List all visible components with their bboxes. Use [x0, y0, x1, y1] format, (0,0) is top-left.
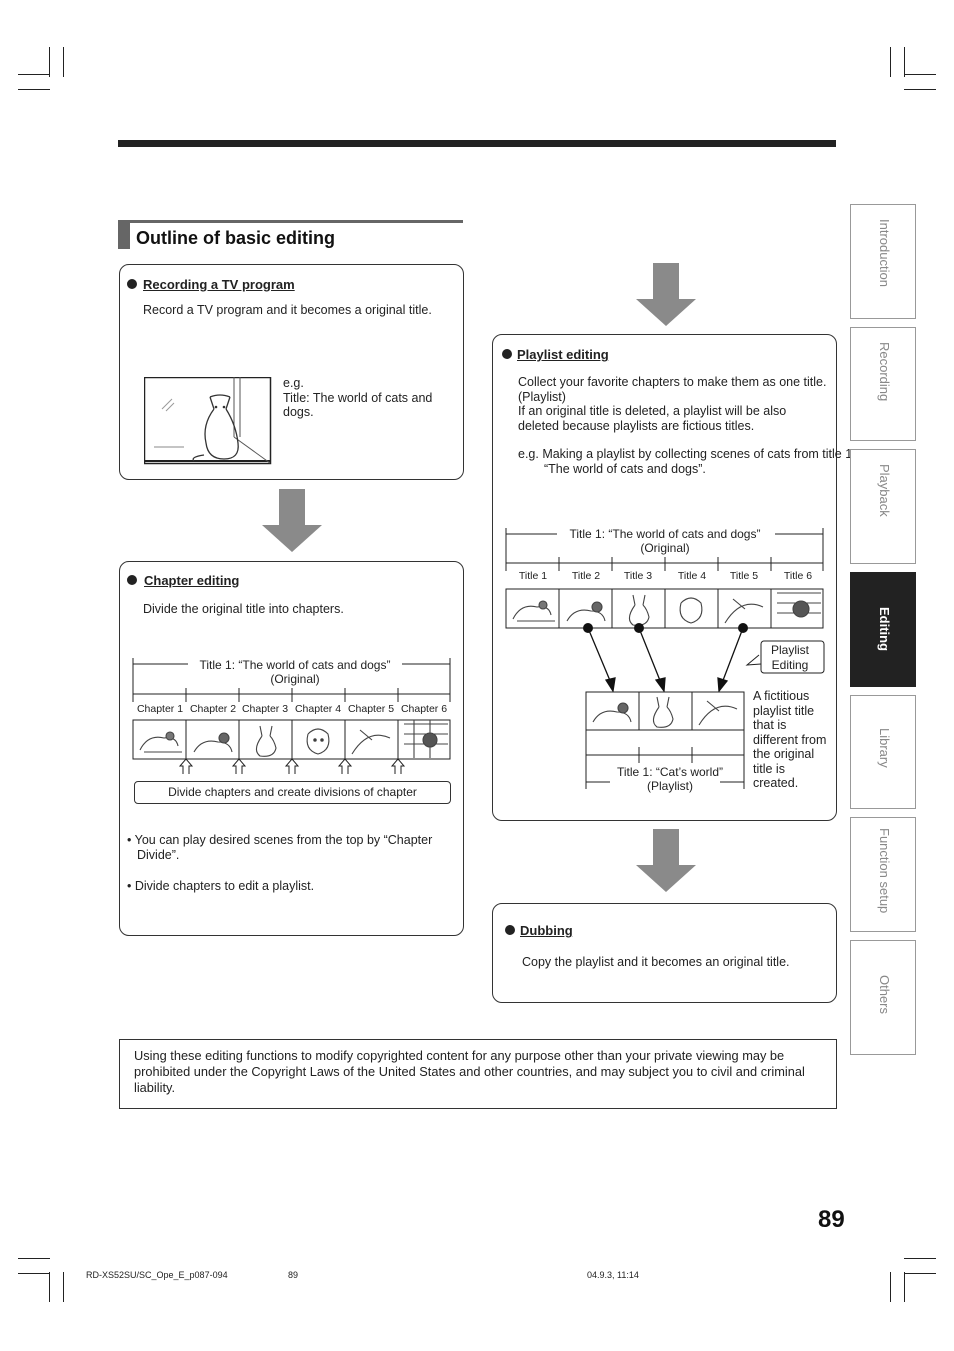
playlist-title: Title 1: “Cat’s world” — [616, 765, 724, 779]
footer-page: 89 — [288, 1270, 299, 1280]
crop-mark — [18, 89, 50, 90]
tab-function-setup[interactable]: Function setup — [850, 817, 916, 932]
tab-label: Editing — [877, 607, 892, 652]
crop-mark — [18, 1273, 50, 1274]
bullet-icon — [127, 279, 137, 289]
chapter-diagram — [132, 658, 451, 774]
chapter-label: Chapter 4 — [294, 703, 342, 715]
title-label: Title 1 — [518, 570, 548, 582]
title-label: Title 2 — [571, 570, 601, 582]
bullet-icon — [502, 349, 512, 359]
playlist-sub: (Playlist) — [646, 779, 693, 793]
tab-label: Others — [877, 975, 892, 1015]
crop-mark — [63, 47, 64, 77]
header-rule — [118, 140, 836, 147]
chapter-original-label: (Original) — [270, 672, 320, 686]
section-title: Outline of basic editing — [118, 220, 463, 250]
crop-mark — [904, 47, 905, 77]
crop-mark — [18, 74, 50, 75]
tab-recording[interactable]: Recording — [850, 327, 916, 441]
chapter-label: Chapter 3 — [241, 703, 289, 715]
crop-mark — [890, 47, 891, 77]
dubbing-heading: Dubbing — [520, 923, 573, 938]
chapter-note-2: • Divide chapters to edit a playlist. — [127, 879, 315, 893]
crop-mark — [890, 1272, 891, 1302]
crop-mark — [904, 1272, 905, 1302]
crop-mark — [49, 1272, 50, 1302]
tab-label: Playback — [877, 464, 892, 517]
recording-text: Record a TV program and it becomes a ori… — [143, 303, 432, 317]
tab-label: Recording — [877, 342, 892, 402]
title-label: Title 5 — [729, 570, 759, 582]
footer-stamp: 04.9.3, 11:14 — [587, 1270, 639, 1280]
recording-heading: Recording a TV program — [143, 277, 295, 292]
cat-image — [144, 377, 272, 465]
chapter-label: Chapter 5 — [347, 703, 395, 715]
playlist-example: e.g. Making a playlist by collecting sce… — [518, 447, 853, 476]
bullet-icon — [127, 575, 137, 585]
crop-mark — [63, 1272, 64, 1302]
page-title: Outline of basic editing — [136, 228, 336, 248]
dubbing-panel — [492, 903, 837, 1003]
crop-mark — [904, 1258, 936, 1259]
page-number: 89 — [818, 1206, 845, 1233]
chapter-text: Divide the original title into chapters. — [143, 602, 344, 616]
crop-mark — [49, 47, 50, 77]
playlist-diagram — [505, 528, 825, 789]
playlist-editing-callout: Playlist Editing — [770, 643, 809, 672]
crop-mark — [904, 89, 936, 90]
down-arrow-icon — [636, 829, 696, 892]
down-arrow-icon — [262, 489, 322, 552]
recording-example: e.g. Title: The world of cats and dogs. — [283, 376, 433, 419]
tab-label: Library — [877, 728, 892, 768]
tab-playback[interactable]: Playback — [850, 449, 916, 564]
chapter-label: Chapter 6 — [400, 703, 448, 715]
crop-mark — [18, 1258, 50, 1259]
tab-label: Introduction — [877, 219, 892, 287]
tab-introduction[interactable]: Introduction — [850, 204, 916, 319]
footer-file: RD-XS52SU/SC_Ope_E_p087-094 — [86, 1270, 228, 1280]
chapter-heading: Chapter editing — [144, 573, 240, 588]
dubbing-text: Copy the playlist and it becomes an orig… — [522, 955, 790, 969]
tab-others[interactable]: Others — [850, 940, 916, 1055]
title-label: Title 6 — [783, 570, 813, 582]
down-arrow-icon — [636, 263, 696, 326]
copyright-notice — [119, 1039, 837, 1109]
crop-mark — [904, 74, 936, 75]
tab-editing[interactable]: Editing — [850, 572, 916, 687]
chapter-label: Chapter 1 — [136, 703, 184, 715]
divide-label: Divide chapters and create divisions of … — [134, 781, 451, 804]
tab-library[interactable]: Library — [850, 695, 916, 809]
bullet-icon — [505, 925, 515, 935]
chapter-title-label: Title 1: “The world of cats and dogs” — [199, 658, 391, 672]
crop-mark — [904, 1273, 936, 1274]
copyright-text: Using these editing functions to modify … — [134, 1048, 805, 1095]
title-label: Title 3 — [623, 570, 653, 582]
tab-label: Function setup — [877, 828, 892, 914]
playlist-text: Collect your favorite chapters to make t… — [518, 375, 827, 433]
playlist-panel — [492, 334, 837, 821]
playlist-title-label: Title 1: “The world of cats and dogs” — [569, 527, 761, 541]
chapter-note-1: • You can play desired scenes from the t… — [127, 833, 433, 862]
fictitious-note: A fictitious playlist title that is diff… — [753, 689, 827, 790]
chapter-label: Chapter 2 — [189, 703, 237, 715]
playlist-heading: Playlist editing — [517, 347, 609, 362]
title-label: Title 4 — [677, 570, 707, 582]
playlist-original-label: (Original) — [640, 541, 690, 555]
